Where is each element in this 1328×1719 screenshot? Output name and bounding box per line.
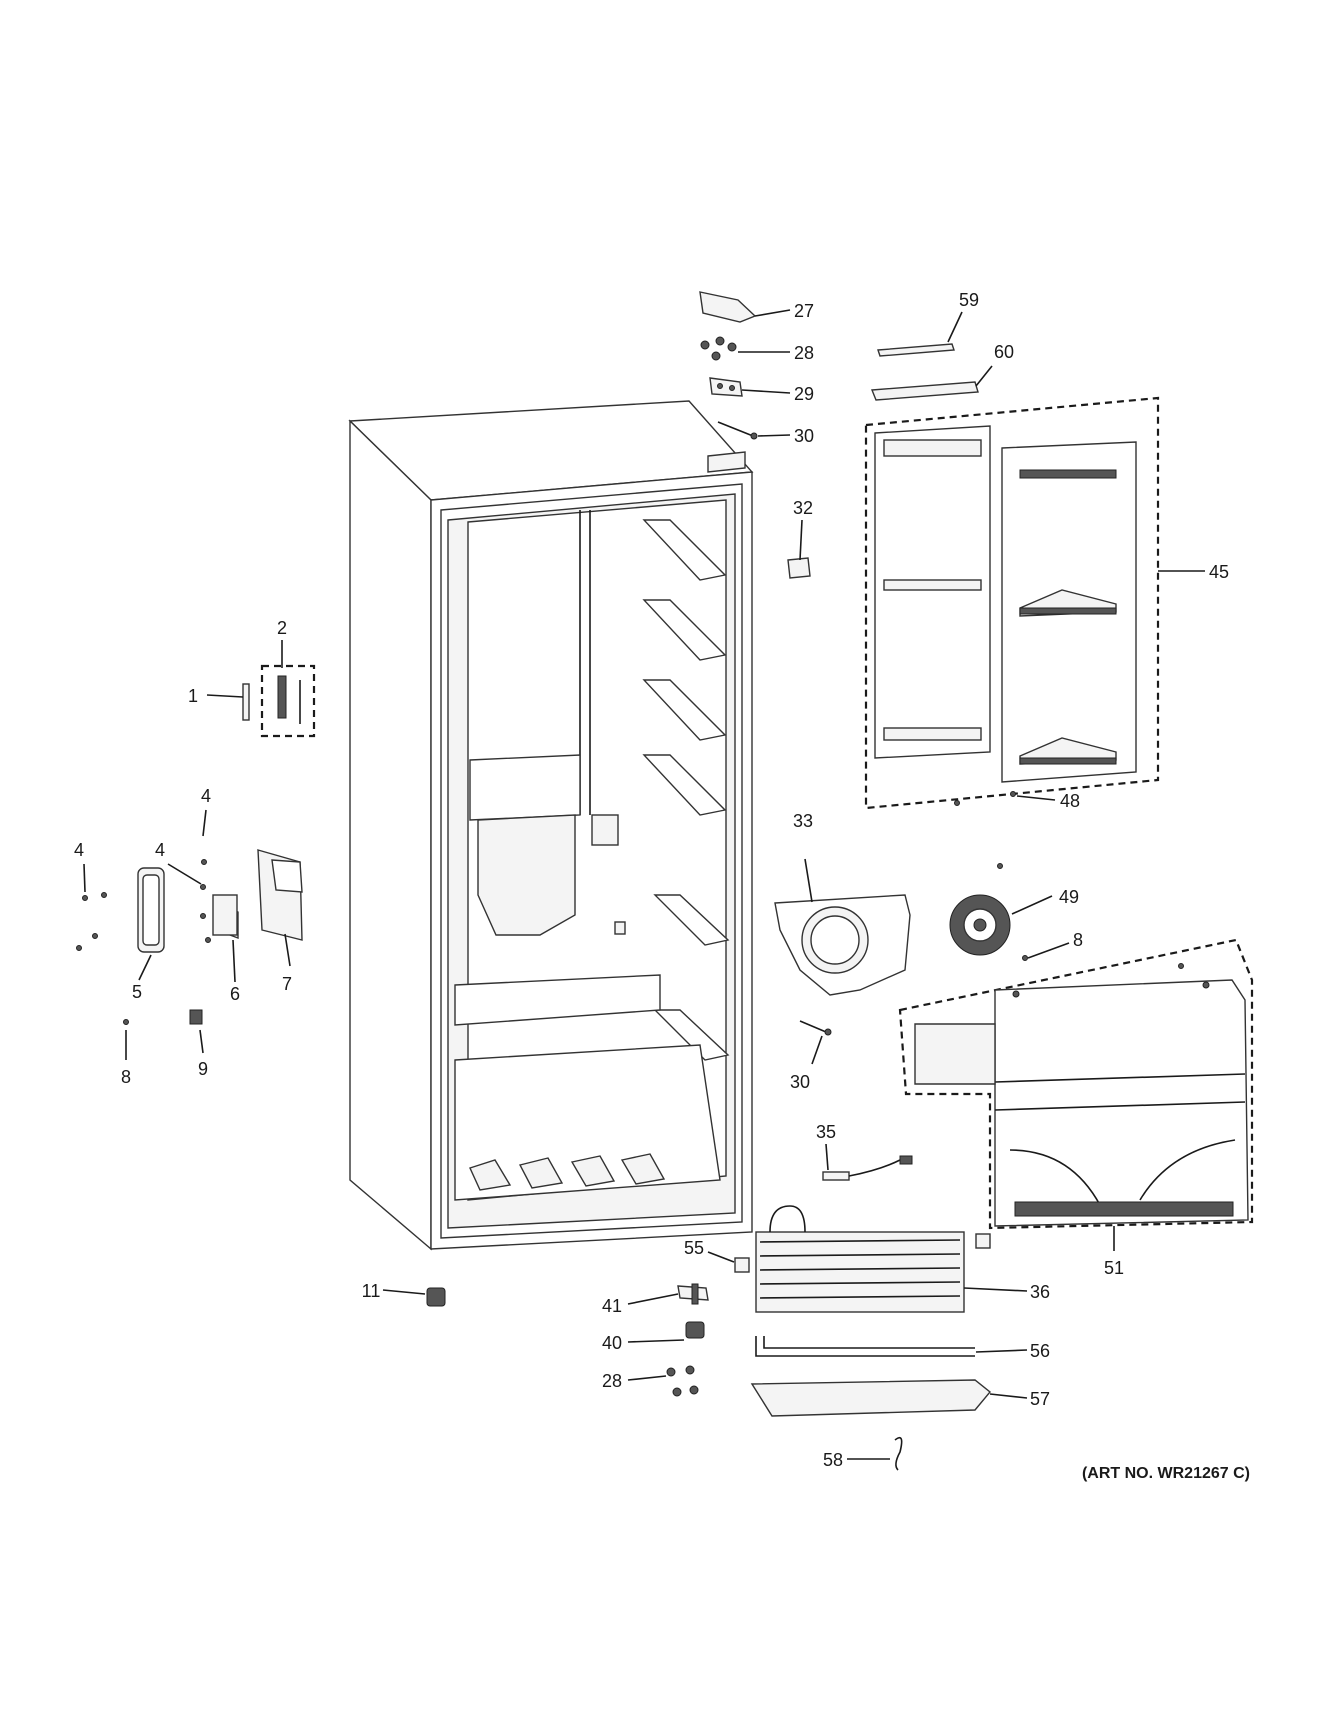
screws-fan — [954, 791, 1184, 969]
part-6-board — [212, 894, 239, 940]
label-55: 55 — [684, 1238, 704, 1258]
label-5: 5 — [132, 982, 142, 1002]
part-33-fan-shroud — [774, 894, 911, 996]
part-1-bracket — [242, 683, 250, 721]
part-60-trim — [870, 381, 979, 401]
label-30-top: 30 — [794, 426, 814, 446]
label-41: 41 — [602, 1296, 622, 1316]
label-9: 9 — [198, 1059, 208, 1079]
part-2-assembly — [260, 664, 316, 738]
part-41-bottom-hinge — [677, 1283, 709, 1305]
part-56-heater — [755, 1336, 975, 1357]
bin-ribs — [469, 1153, 666, 1191]
label-36: 36 — [1030, 1282, 1050, 1302]
label-59: 59 — [959, 290, 979, 310]
label-8-b: 8 — [1073, 930, 1083, 950]
label-40: 40 — [602, 1333, 622, 1353]
part-58-spring — [894, 1436, 903, 1471]
part-49-fan-motor — [949, 894, 1011, 956]
screws-left — [76, 859, 211, 1025]
label-32: 32 — [793, 498, 813, 518]
part-35-sensor — [822, 1155, 913, 1181]
label-4-c: 4 — [155, 840, 165, 860]
shelf-rails — [642, 519, 730, 1061]
label-11: 11 — [362, 1281, 381, 1301]
part-28-screws-bottom — [666, 1365, 699, 1397]
part-30-pin-top — [717, 421, 758, 440]
part-27-hinge-cover — [699, 291, 757, 323]
part-45-door — [864, 396, 1160, 810]
part-11-foot — [426, 1287, 446, 1307]
label-4-a: 4 — [201, 786, 211, 806]
part-7-housing — [257, 849, 303, 941]
label-4-b: 4 — [74, 840, 84, 860]
label-29: 29 — [794, 384, 814, 404]
label-7: 7 — [282, 974, 292, 994]
label-45: 45 — [1209, 562, 1229, 582]
label-60: 60 — [994, 342, 1014, 362]
part-57-drain-pan — [750, 1379, 991, 1417]
label-28-top: 28 — [794, 343, 814, 363]
label-51: 51 — [1104, 1258, 1124, 1278]
part-9-clip — [189, 1009, 203, 1025]
part-30-pin-mid — [799, 1020, 832, 1036]
part-32-clip — [787, 557, 811, 579]
part-28-screws-top — [700, 336, 737, 361]
part-29-hinge — [709, 377, 743, 397]
label-6: 6 — [230, 984, 240, 1004]
label-48: 48 — [1060, 791, 1080, 811]
part-59-trim — [877, 343, 955, 357]
part-51-evaporator-cover — [898, 938, 1254, 1230]
label-8-a: 8 — [121, 1067, 131, 1087]
part-36-evaporator — [755, 1205, 965, 1313]
label-49: 49 — [1059, 887, 1079, 907]
label-2: 2 — [277, 618, 287, 638]
label-57: 57 — [1030, 1389, 1050, 1409]
label-27: 27 — [794, 301, 814, 321]
label-30-mid: 30 — [790, 1072, 810, 1092]
label-56: 56 — [1030, 1341, 1050, 1361]
label-33: 33 — [793, 811, 813, 831]
callout-labels: 1 2 4 4 4 5 6 7 8 9 11 27 28 29 30 32 33… — [74, 290, 1229, 1470]
label-58: 58 — [823, 1450, 843, 1470]
label-28-bottom: 28 — [602, 1371, 622, 1391]
label-1: 1 — [188, 686, 198, 706]
part-5-cover — [137, 867, 165, 953]
art-number: (ART NO. WR21267 C) — [1082, 1465, 1250, 1482]
part-55-blocks — [734, 1233, 991, 1273]
label-35: 35 — [816, 1122, 836, 1142]
part-40-bushing — [685, 1321, 705, 1339]
refrigerator-cabinet — [348, 400, 754, 1251]
leader-lines — [83, 309, 1205, 1460]
